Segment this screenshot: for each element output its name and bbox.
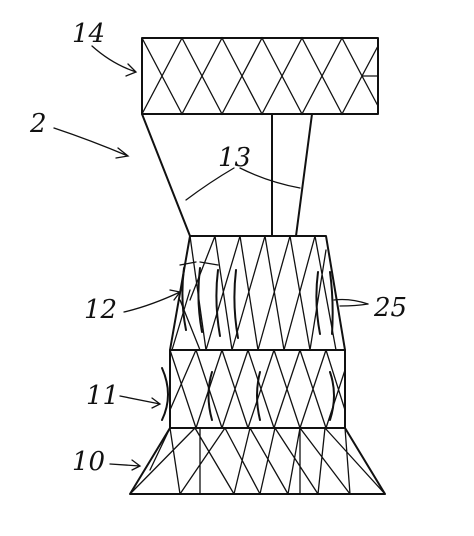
- label-10: 10: [72, 447, 105, 477]
- lower-segment: [161, 349, 346, 429]
- reference-numerals: 14 2 13 12 25 11 10: [29, 19, 407, 477]
- label-13: 13: [218, 143, 251, 173]
- label-11: 11: [86, 381, 119, 411]
- label-2: 2: [29, 109, 47, 139]
- label-12: 12: [84, 295, 117, 325]
- label-25: 25: [373, 293, 407, 323]
- leader-lines: [53, 45, 369, 471]
- label-14: 14: [72, 19, 105, 49]
- base-segment: [129, 427, 386, 495]
- top-panel: [141, 36, 379, 116]
- middle-segment: [169, 235, 346, 351]
- struts: [141, 113, 313, 237]
